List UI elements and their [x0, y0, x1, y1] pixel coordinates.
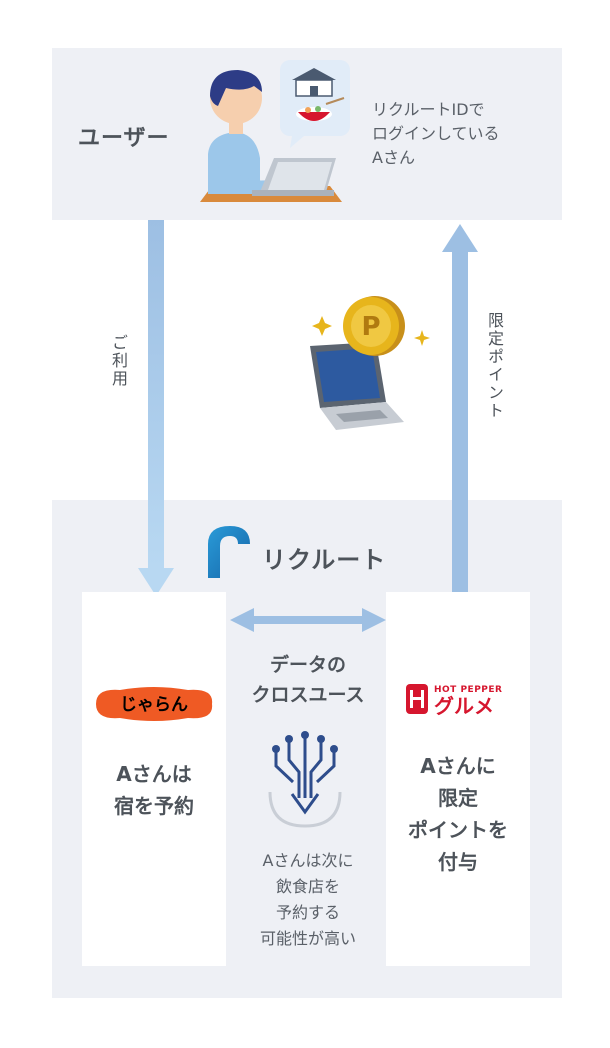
right-card-line: Aさんに — [420, 754, 496, 778]
jalan-logo-icon: じゃらん — [96, 687, 213, 721]
left-card-line: Aさんは — [116, 762, 192, 786]
user-desc-line: リクルートIDで — [372, 100, 485, 119]
jalan-card: じゃらん Aさんは 宿を予約 — [82, 592, 226, 966]
user-desc-line: ログインしている — [372, 124, 500, 143]
user-description: リクルートIDで ログインしている Aさん — [372, 98, 552, 170]
cross-use-description: Aさんは次に 飲食店を 予約する 可能性が高い — [228, 848, 388, 952]
cross-use-title-line: クロスユース — [251, 684, 365, 706]
recruit-logo-icon — [208, 526, 250, 578]
right-card-line: 付与 — [438, 850, 478, 874]
gourmet-card: HOT PEPPER グルメ Aさんに 限定 ポイントを 付与 — [386, 592, 530, 966]
gourmet-logo-big: グルメ — [434, 694, 494, 718]
laptop-coin-icon: P — [310, 296, 430, 430]
cross-use-title: データの クロスユース — [228, 650, 388, 710]
hotel-meal-bubble-icon — [280, 60, 350, 148]
recruit-name: リクルート — [262, 546, 387, 574]
use-label: ご利用 — [109, 334, 128, 388]
data-flow-icon — [268, 731, 342, 828]
cross-use-desc-line: 可能性が高い — [259, 929, 356, 948]
use-down-arrow — [138, 220, 174, 596]
user-laptop-illustration — [200, 70, 342, 202]
right-card-line: ポイントを — [408, 818, 508, 842]
cross-use-desc-line: 予約する — [275, 903, 340, 922]
right-card-line: 限定 — [438, 786, 478, 810]
gourmet-logo-small: HOT PEPPER — [434, 685, 503, 695]
cross-use-desc-line: Aさんは次に — [262, 851, 354, 870]
user-label: ユーザー — [78, 126, 170, 151]
cross-use-desc-line: 飲食店を — [275, 877, 340, 896]
right-card-text: Aさんに 限定 ポイントを 付与 — [386, 750, 530, 878]
cross-use-title-line: データの — [269, 654, 346, 676]
cross-use-double-arrow — [230, 608, 386, 632]
user-desc-line: Aさん — [372, 148, 415, 167]
gourmet-logo-icon — [406, 684, 428, 714]
points-up-arrow — [442, 224, 478, 594]
svg-text:P: P — [361, 312, 380, 342]
left-card-line: 宿を予約 — [114, 794, 194, 818]
points-label: 限定ポイント — [485, 312, 504, 420]
left-card-text: Aさんは 宿を予約 — [82, 758, 226, 822]
jalan-logo-text: じゃらん — [120, 695, 188, 715]
